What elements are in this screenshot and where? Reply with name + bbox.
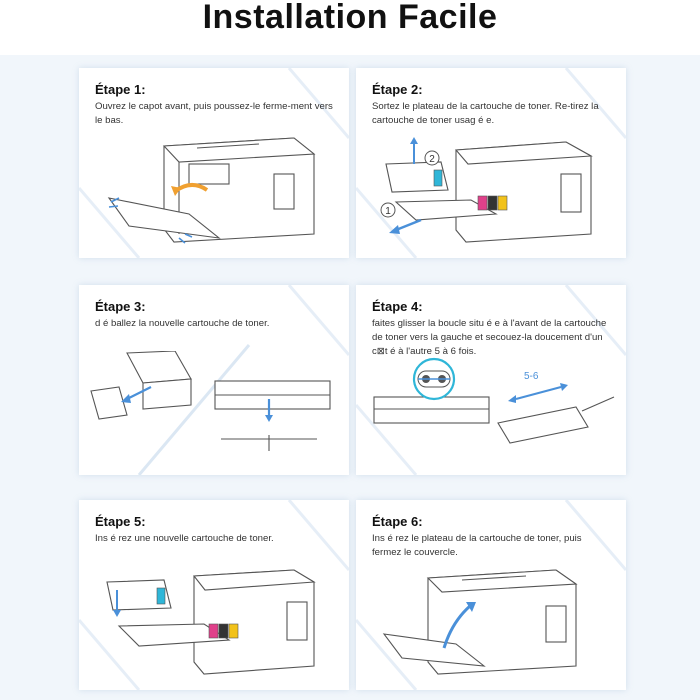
step-6-title: Étape 6: xyxy=(372,514,423,529)
step-4-shake-count: 5-6 xyxy=(524,371,539,382)
step-5-text: Ins é rez une nouvelle cartouche de tone… xyxy=(95,533,274,544)
step-1-card: Étape 1: Ouvrez le capot avant, puis pou… xyxy=(79,68,349,258)
step-6-text: Ins é rez le plateau de la cartouche de … xyxy=(372,533,582,558)
step-2-marker-2: 2 xyxy=(429,154,435,165)
step-2-title: Étape 2: xyxy=(372,82,423,97)
printer-open-front-cover-illustration xyxy=(107,137,316,244)
insert-new-toner-illustration xyxy=(106,569,316,675)
step-3-text: d é ballez la nouvelle cartouche de tone… xyxy=(95,318,270,329)
page-title: Installation Facile xyxy=(202,0,498,36)
step-3-title: Étape 3: xyxy=(95,299,146,314)
step-3-card: Étape 3: d é ballez la nouvelle cartouch… xyxy=(79,285,349,475)
step-2-marker-1: 1 xyxy=(385,206,391,217)
step-1-text: Ouvrez le capot avant, puis poussez-le f… xyxy=(95,101,333,126)
close-front-cover-illustration xyxy=(382,569,578,675)
remove-toner-tray-illustration: 2 1 xyxy=(380,137,593,243)
step-2-card: Étape 2: Sortez le plateau de la cartouc… xyxy=(356,68,626,258)
step-4-title: Étape 4: xyxy=(372,299,423,314)
step-6-card: Étape 6: Ins é rez le plateau de la cart… xyxy=(356,500,626,690)
step-5-title: Étape 5: xyxy=(95,514,146,529)
shake-toner-cartridge-illustration: 5-6 xyxy=(373,357,615,444)
step-4-text: faites glisser la boucle situ é e à l'av… xyxy=(372,318,607,357)
step-2-text: Sortez le plateau de la cartouche de ton… xyxy=(372,101,599,126)
step-4-card: Étape 4: faites glisser la boucle situ é… xyxy=(356,285,626,475)
step-1-title: Étape 1: xyxy=(95,82,146,97)
unpack-new-toner-illustration xyxy=(90,351,331,451)
step-5-card: Étape 5: Ins é rez une nouvelle cartouch… xyxy=(79,500,349,690)
